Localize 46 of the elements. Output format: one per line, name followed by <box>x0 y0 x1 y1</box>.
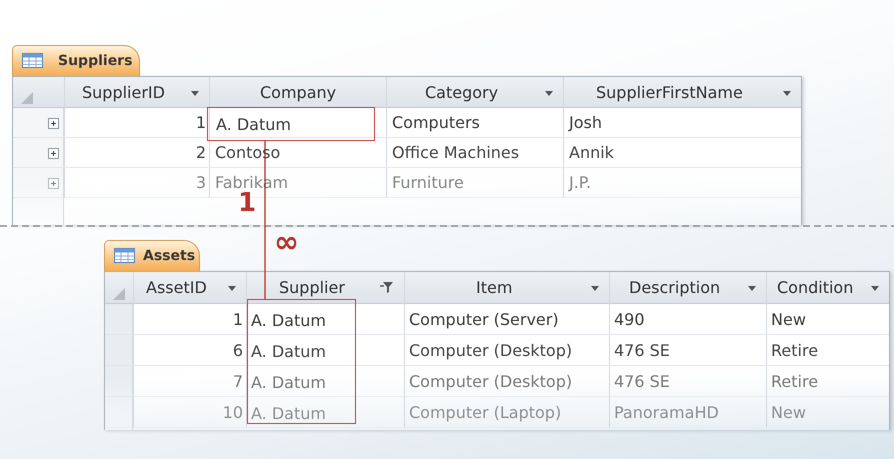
field-value: A. Datum <box>251 342 326 362</box>
field-value: Annik <box>569 143 614 163</box>
column-name: Supplier <box>279 278 345 298</box>
table-tab: Assets <box>104 240 200 271</box>
field-value: Computer (Desktop) <box>409 340 572 360</box>
record-id: 7 <box>232 372 243 392</box>
field-value: A. Datum <box>251 310 326 330</box>
field-value: Retire <box>771 372 818 392</box>
column-name: Description <box>629 278 720 298</box>
field-value: Computers <box>392 113 480 133</box>
record-id: 1 <box>196 113 206 133</box>
field-value: 476 SE <box>614 372 670 392</box>
field-value: Office Machines <box>392 143 520 163</box>
column-name: Condition <box>777 278 854 298</box>
record-id: 1 <box>232 310 243 330</box>
field-value: PanoramaHD <box>614 402 719 422</box>
field-value: 490 <box>614 310 645 330</box>
cardinality-label: 1 <box>238 190 256 216</box>
record-id: 10 <box>222 402 243 422</box>
field-value: Retire <box>771 340 818 360</box>
record-id: 3 <box>196 173 206 193</box>
record-id: 6 <box>232 340 243 360</box>
field-value: 476 SE <box>614 340 670 360</box>
column-name: SupplierFirstName <box>596 82 743 102</box>
column-name: Company <box>260 82 336 102</box>
field-value: A. Datum <box>251 404 326 424</box>
column-name: SupplierID <box>82 82 165 102</box>
column-name: Category <box>425 82 498 102</box>
field-value: Computer (Laptop) <box>409 402 562 422</box>
field-value: J.P. <box>569 173 592 193</box>
record-id: 2 <box>196 143 206 163</box>
field-value: A. Datum <box>216 115 291 135</box>
column-name: Item <box>476 278 512 298</box>
highlight-frame <box>247 299 356 424</box>
field-value: Josh <box>569 113 602 133</box>
field-value: New <box>771 310 806 330</box>
table-tab: Suppliers <box>12 45 140 76</box>
cardinality-label: ∞ <box>274 228 299 258</box>
field-value: New <box>771 402 806 422</box>
field-value: Furniture <box>392 173 464 193</box>
highlight-frame <box>207 107 375 141</box>
field-value: Computer (Server) <box>409 310 559 330</box>
relationship-line <box>264 141 266 299</box>
field-value: A. Datum <box>251 372 326 392</box>
column-name: AssetID <box>146 278 207 298</box>
field-value: Computer (Desktop) <box>409 372 572 392</box>
